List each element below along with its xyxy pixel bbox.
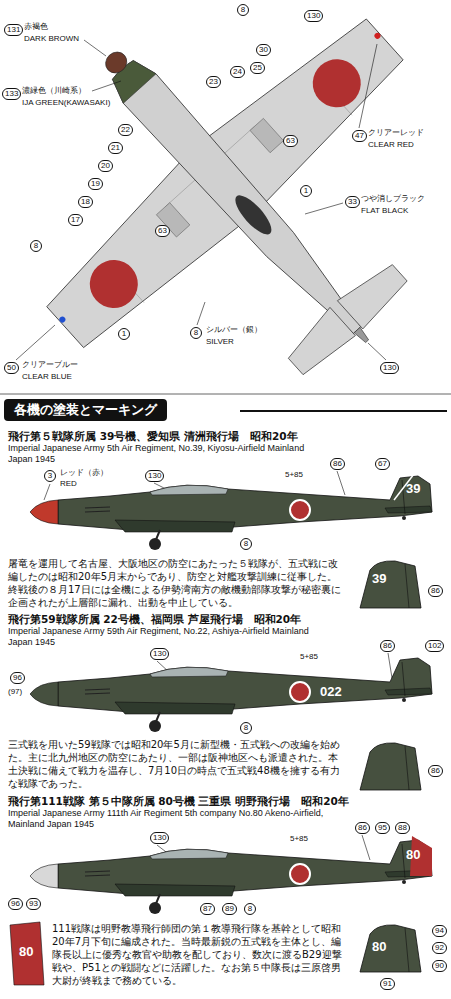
profile-80: [30, 840, 432, 914]
color-name: CLEAR BLUE: [22, 372, 72, 382]
callout-number: 8: [244, 903, 256, 915]
red-marking-panel: [10, 922, 44, 985]
callout-number: 130: [150, 648, 169, 660]
callout-number: 25: [250, 62, 265, 74]
scheme-english: Imperial Japanese Army 59th Air Regiment…: [8, 626, 328, 648]
marking-number: 80: [372, 940, 386, 954]
color-name: IJA GREEN(KAWASAKI): [22, 98, 110, 108]
profile-39: [30, 476, 432, 550]
callout-number: 96: [8, 898, 23, 910]
description-text: 屠竜を運用して名古屋、大阪地区の防空にあたった５戦隊が、五式戦に改編したのは昭和…: [8, 557, 343, 609]
callout-number: 90: [432, 960, 447, 972]
tail-detail-80: [360, 925, 421, 972]
color-name: 赤褐色: [24, 22, 48, 32]
callout-number: 22: [118, 124, 133, 136]
color-name: クリアーブルー: [22, 360, 78, 370]
tail-detail-39: [360, 561, 421, 608]
scheme-heading: 飛行第111戦隊 第５中隊所属 80号機 三重県 明野飛行場 昭和20年: [8, 795, 349, 808]
callout-number: 33: [345, 196, 360, 208]
profile-22: [30, 658, 432, 732]
callout-number: 50: [4, 362, 19, 374]
callout-number: 17: [68, 214, 83, 226]
callout-number: 86: [355, 822, 370, 834]
marking-number: 80: [19, 945, 33, 959]
callout-number: 3: [44, 470, 56, 482]
callout-number: 24: [230, 66, 245, 78]
tail-detail-22: [360, 743, 421, 790]
callout-number: 63: [155, 225, 170, 237]
callout-number: 102: [425, 640, 444, 652]
callout-number: 86: [428, 765, 443, 777]
color-name: CLEAR RED: [368, 140, 414, 150]
scheme-english: Imperial Japanese Army 111th Air Regimen…: [8, 808, 328, 830]
callout-number: 30: [256, 44, 271, 56]
description-text: 三式戦を用いた59戦隊では昭和20年5月に新型機・五式戦への改編を始めた。主に北…: [8, 738, 343, 790]
callout-number: 21: [108, 142, 123, 154]
color-name: SILVER: [206, 337, 234, 347]
marking-number: 022: [320, 685, 342, 699]
band-rule: [240, 410, 447, 412]
band-title: 各機の塗装とマーキング: [14, 402, 157, 417]
callout-number: 18: [78, 196, 93, 208]
color-name: 5+85: [290, 834, 308, 844]
callout-number: 47: [352, 130, 367, 142]
scheme-english: Imperial Japanese Army 5th Air Regiment,…: [8, 443, 328, 465]
callout-number: 67: [375, 458, 390, 470]
callout-number: 130: [150, 832, 169, 844]
callout-number: 8: [240, 722, 252, 734]
callout-number: 131: [4, 24, 23, 36]
callout-number: 1: [118, 328, 130, 340]
color-name: (97): [8, 687, 22, 697]
callout-number: 130: [304, 10, 323, 22]
callout-number: 86: [428, 585, 443, 597]
callout-number: 86: [380, 640, 395, 652]
color-name: 濃緑色（川崎系）: [22, 86, 86, 96]
callout-number: 91: [380, 978, 395, 990]
callout-number: 93: [26, 898, 41, 910]
callout-number: 89: [222, 903, 237, 915]
callout-number: 133: [2, 88, 21, 100]
color-name: DARK BROWN: [24, 34, 79, 44]
marking-number: 80: [406, 848, 420, 862]
section-rule: [0, 394, 451, 395]
callout-number: 95: [375, 822, 390, 834]
color-name: シルバー（銀）: [206, 325, 262, 335]
scheme-heading: 飛行第59戦隊所属 22号機、福岡県 芦屋飛行場 昭和20年: [8, 613, 301, 626]
section-band: 各機の塗装とマーキング: [4, 399, 167, 421]
callout-number: 94: [432, 925, 447, 937]
color-name: 5+85: [285, 470, 303, 480]
color-name: レッド（赤）: [60, 468, 108, 478]
callout-number: 130: [380, 362, 399, 374]
callout-number: 88: [395, 822, 410, 834]
callout-number: 96: [10, 672, 25, 684]
marking-number: 39: [372, 572, 386, 586]
callout-number: 1: [300, 185, 312, 197]
callout-number: 19: [88, 178, 103, 190]
color-name: FLAT BLACK: [361, 206, 408, 216]
color-name: クリアーレッド: [368, 128, 424, 138]
color-name: つや消しブラック: [361, 194, 425, 204]
marking-number: 39: [406, 482, 420, 496]
callout-number: 8: [237, 4, 249, 16]
underside-view: [0, 0, 451, 485]
callout-number: 8: [240, 538, 252, 550]
description-text: 111戦隊は明野教導飛行師団の第１教導飛行隊を基幹として昭和20年7月下旬に編成…: [52, 922, 342, 987]
callout-number: 63: [283, 135, 298, 147]
callout-number: 20: [98, 160, 113, 172]
color-name: 5+85: [300, 652, 318, 662]
callout-number: 92: [432, 942, 447, 954]
callout-number: 130: [145, 470, 164, 482]
callout-number: 8: [30, 240, 42, 252]
scheme-heading: 飛行第５戦隊所属 39号機、愛知県 清洲飛行場 昭和20年: [8, 430, 298, 443]
callout-number: 87: [200, 903, 215, 915]
callout-number: 23: [206, 76, 221, 88]
color-name: RED: [60, 479, 77, 489]
callout-number: 86: [330, 458, 345, 470]
callout-number: 8: [190, 327, 202, 339]
